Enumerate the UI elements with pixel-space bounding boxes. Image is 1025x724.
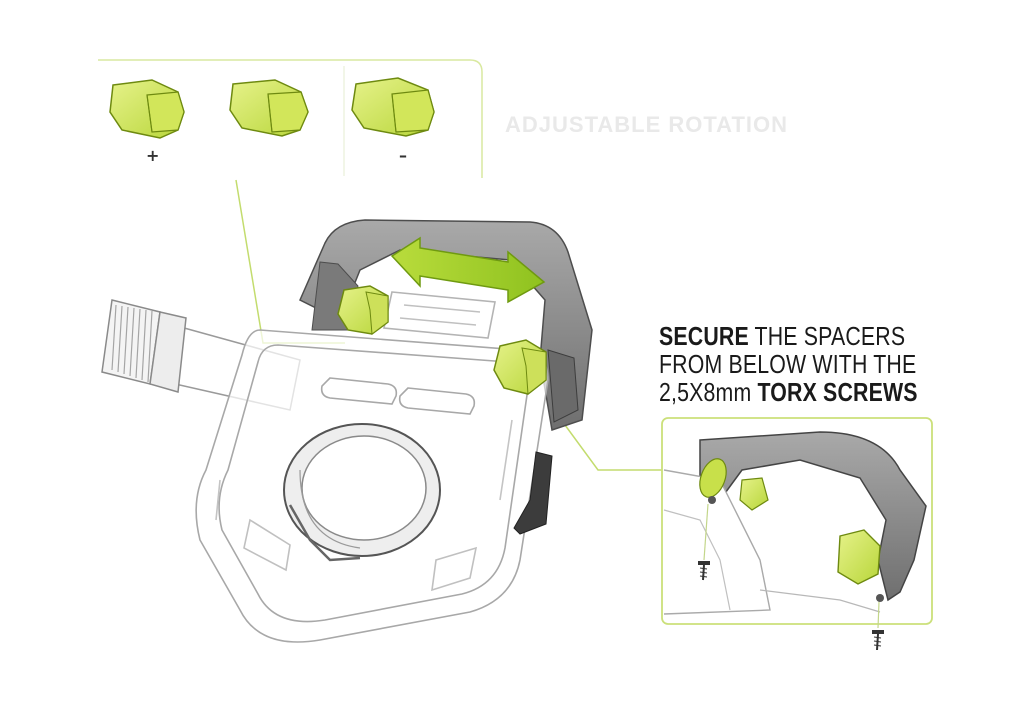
- instruction-line-1-rest: THE SPACERS: [748, 321, 906, 351]
- spacer-plus-icon: [109, 79, 185, 139]
- spacer-minus-label: –: [399, 146, 407, 165]
- spacer-neutral-icon: [229, 79, 309, 137]
- leader-line-right: [564, 424, 662, 471]
- instruction-line-2: FROM BELOW WITH THE: [659, 349, 917, 379]
- spacer-selection-box: [98, 59, 483, 178]
- torx-screw-left-icon: [698, 503, 710, 581]
- rotation-arrow-icon: [390, 236, 546, 304]
- mounted-spacer-right-icon: [493, 339, 547, 395]
- spacer-plus-label: +: [146, 146, 160, 165]
- instruction-line-1: SECURE THE SPACERS: [659, 322, 905, 350]
- instruction-line-1-bold: SECURE: [659, 321, 749, 351]
- pedal-frame: [299, 219, 593, 431]
- spacer-minus-icon: [351, 77, 435, 137]
- instruction-line-3-prefix: 2,5X8mm: [659, 377, 758, 407]
- instruction-line-3: 2,5X8mm TORX SCREWS: [659, 377, 917, 407]
- pedal-side-block: [513, 451, 553, 535]
- detail-inset-illustration: [663, 431, 927, 615]
- bearing-cap: [283, 423, 441, 562]
- instruction-line-3-bold: TORX SCREWS: [757, 377, 918, 407]
- adjustable-rotation-title: ADJUSTABLE ROTATION: [505, 112, 788, 137]
- torx-screw-right-icon: [872, 601, 884, 651]
- spacer-mounting-instructions: SECURE THE SPACERS FROM BELOW WITH THE 2…: [659, 322, 917, 407]
- mounted-spacer-left-icon: [337, 285, 389, 335]
